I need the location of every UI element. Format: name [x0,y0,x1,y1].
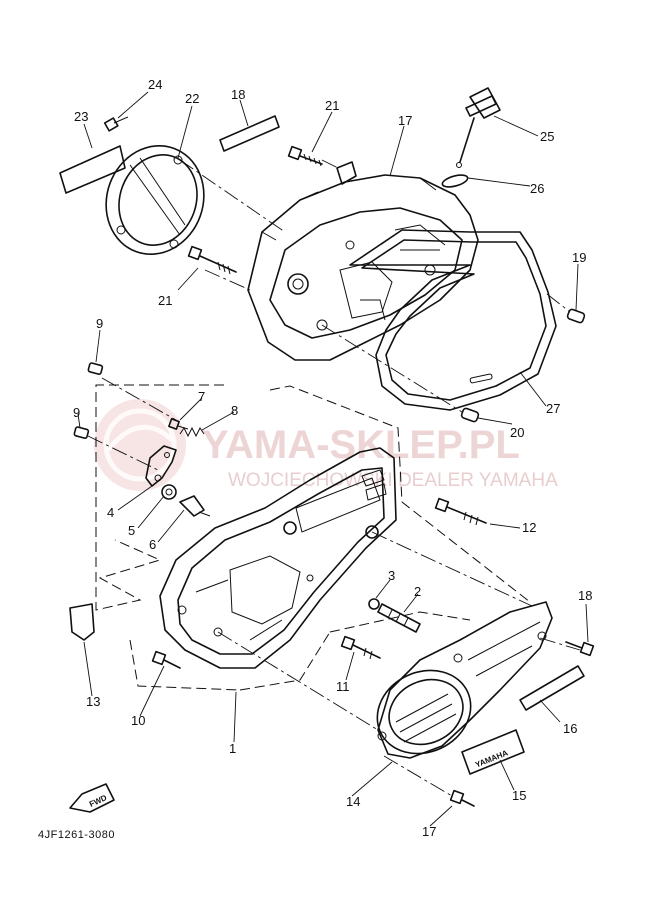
dowel-pin-21-lower [460,407,480,423]
callout-8: 8 [231,403,238,418]
clip-22b [336,161,357,185]
bolt-23 [187,245,237,275]
alignment-line [321,324,463,413]
gasket [349,229,557,411]
alignment-line [371,531,533,607]
bolt-12 [434,497,487,526]
spring-8 [179,426,205,438]
callout-27: 24 [148,77,162,92]
fwd-arrow-icon: FWD [69,783,115,813]
callout-2: 2 [414,584,421,599]
fitting-6 [179,495,211,517]
callout-16: 16 [563,721,577,736]
alignment-line [217,631,379,731]
pin-9-lower [73,426,90,439]
callout-13: 13 [86,694,100,709]
pin-9-upper [87,362,104,375]
callout-28: 25 [540,129,554,144]
callout-3: 3 [388,568,395,583]
alignment-line [87,435,159,471]
assembly-frame-center [269,385,531,603]
callout-9-lower: 9 [73,405,80,420]
callout-7: 7 [198,389,205,404]
bolt-22 [287,145,323,167]
callout-12: 12 [522,520,536,535]
callout-23: 21 [158,293,172,308]
callout-24: 27 [546,401,560,416]
o-ring [441,174,469,188]
callout-1: 1 [229,741,236,756]
alignment-line [539,637,581,651]
alignment-line [204,269,251,291]
shaft-2 [377,603,421,633]
emblem-text: YAMAHA [474,748,509,769]
watermark: YAMA-SKLEP.PL WOJCIECHOWSKI DEALER YAMAH… [94,399,558,491]
alignment-line [546,293,571,313]
yamaha-emblem: YAMAHA [461,729,525,775]
bolt-11 [340,635,381,660]
callout-9-upper: 9 [96,316,103,331]
callout-29: 26 [530,181,544,196]
callout-21-lower: 20 [510,425,524,440]
callout-15: 15 [512,788,526,803]
watermark-brand: YAMA-SKLEP.PL [202,423,520,467]
leader-lines [77,91,589,827]
callout-19: 17 [398,113,412,128]
crankcase-cover-upper [247,174,479,361]
inspection-cover-ring [105,144,205,256]
plate-26 [59,145,126,194]
bracket-13 [69,603,95,641]
callout-25: 22 [185,91,199,106]
callout-labels: 24 23 22 18 21 17 25 26 19 21 27 20 9 9 … [73,77,592,839]
crankcase-cover-lower [159,447,397,669]
bolt-7 [168,418,189,430]
callout-26: 23 [74,109,88,124]
callout-20: 18 [231,87,245,102]
bolt-10 [151,650,181,669]
strip-20 [219,115,280,152]
alignment-line [179,159,286,233]
callout-18: 18 [578,588,592,603]
bolt-27 [103,116,129,132]
washer-5 [161,484,177,500]
assembly-frame-left [95,384,224,611]
callout-21-upper: 19 [572,250,586,265]
assembly-frame-lower [129,611,471,691]
strip-16 [519,665,585,711]
circlip-3 [368,598,380,610]
bolt-17 [449,789,475,807]
diagram-code: 4JF1261-3080 [38,829,115,841]
callout-17: 17 [422,824,436,839]
callout-6: 6 [149,537,156,552]
callout-4: 4 [107,505,114,520]
alignment-line [321,159,339,169]
lever-4 [145,445,177,487]
watermark-tagline: WOJCIECHOWSKI DEALER YAMAHA [228,470,558,491]
bolt-18 [565,641,595,657]
watermark-logo-icon [94,399,186,491]
oil-dipstick [456,87,501,168]
dowel-pin-21-upper [566,308,586,324]
transmission-cover [376,601,553,759]
callout-11: 11 [336,679,350,694]
fwd-text: FWD [88,793,109,809]
callout-14: 14 [346,794,360,809]
alignment-line [383,755,453,797]
gasket-slot [469,373,493,384]
callout-10: 10 [131,713,145,728]
callout-5: 5 [128,523,135,538]
callout-22: 21 [325,98,339,113]
